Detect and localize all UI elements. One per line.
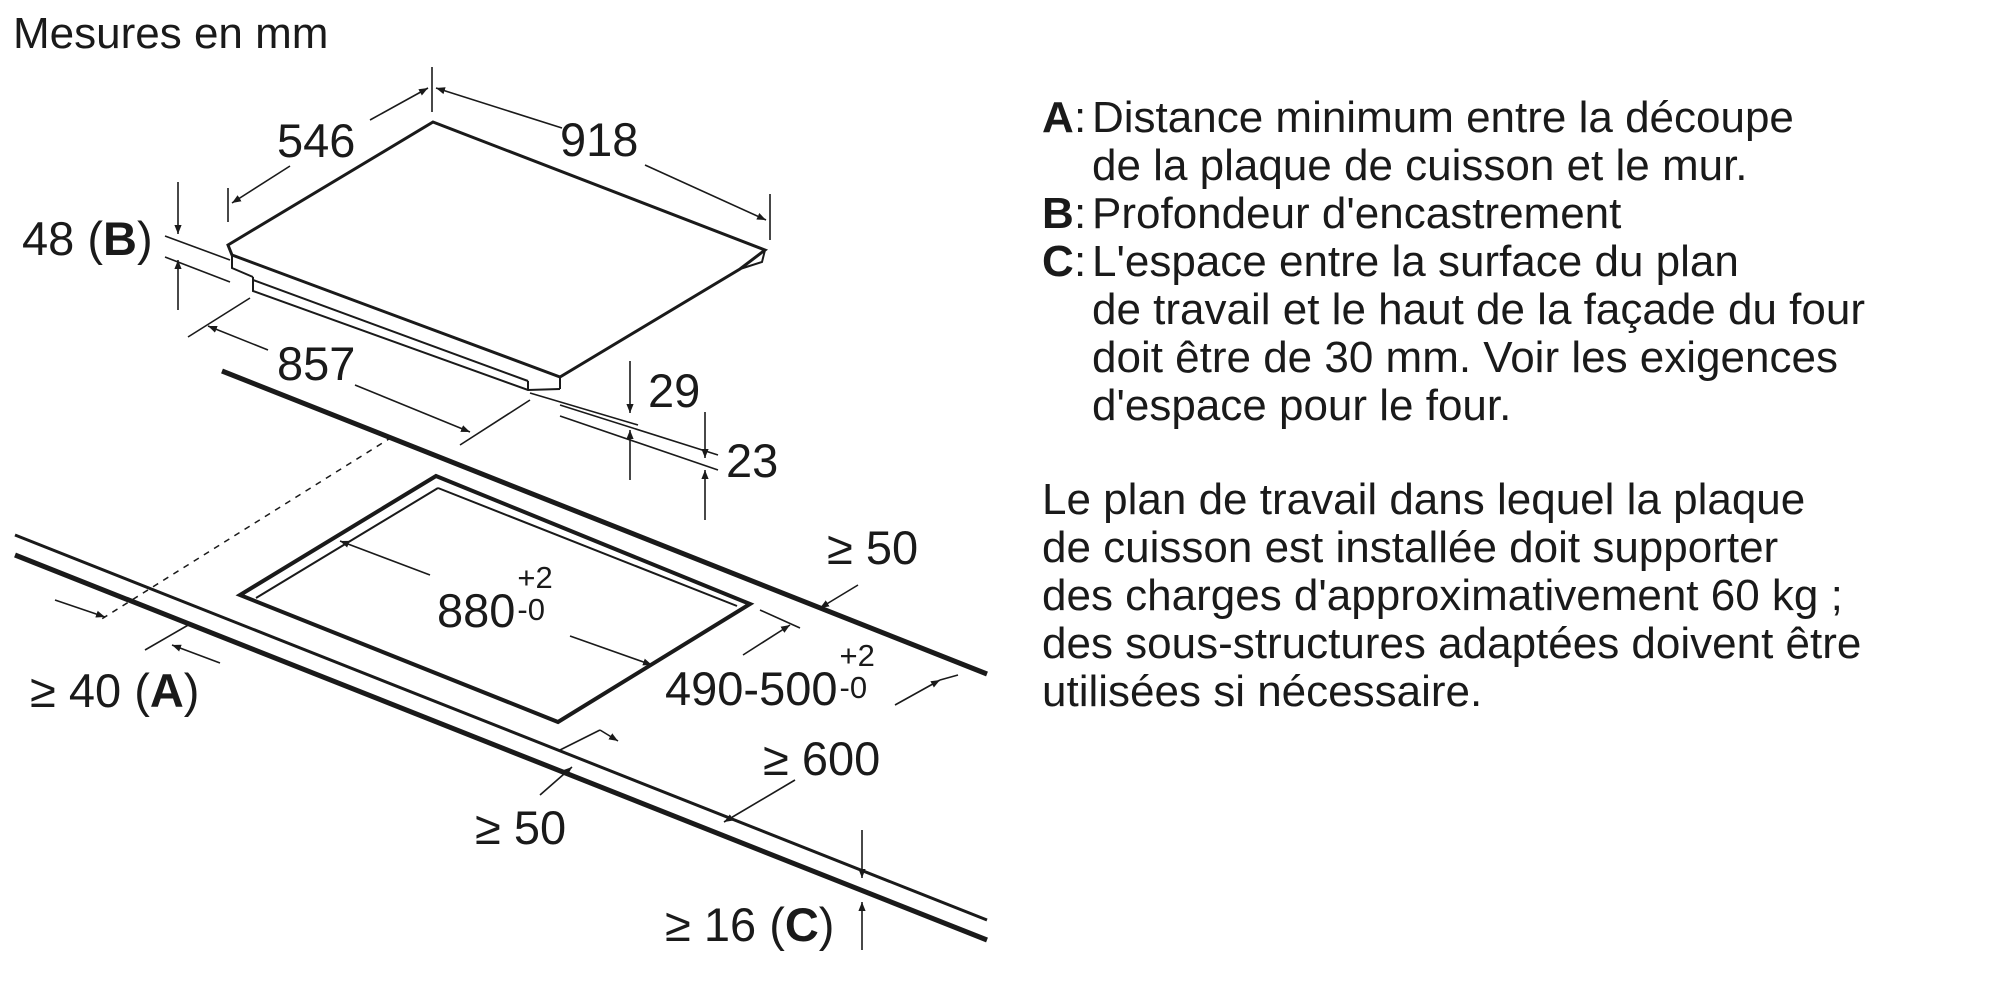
dim-29: 29 — [648, 364, 701, 417]
legend-item-a: A: Distance minimum entre la découpe de … — [1042, 94, 1982, 190]
legend-item-c: C: L'espace entre la surface du plan de … — [1042, 238, 1982, 430]
legend-colon: : — [1074, 93, 1087, 142]
dim-cutout-depth: 490-500+2-0 — [665, 638, 875, 715]
dim-front-clearance: ≥ 50 — [475, 801, 567, 854]
load-note: Le plan de travail dans lequel la plaque… — [1042, 475, 1862, 716]
legend-colon: : — [1074, 189, 1087, 238]
dim-back-clearance: ≥ 50 — [827, 521, 919, 574]
dimension-lines — [54, 67, 959, 950]
installation-diagram — [14, 67, 988, 950]
legend-key: A — [1042, 93, 1074, 142]
dim-857: 857 — [277, 337, 356, 390]
legend-item-b: B: Profondeur d'encastrement — [1042, 190, 1982, 238]
legend-key: B — [1042, 189, 1074, 238]
dim-918: 918 — [560, 113, 639, 166]
diagram-title: Mesures en mm — [13, 9, 329, 58]
legend-colon: : — [1074, 237, 1087, 286]
dim-thickness-c: ≥ 16 (C) — [665, 898, 835, 951]
legend-text: L'espace entre la surface du plan de tra… — [1092, 237, 1865, 430]
dim-23: 23 — [726, 434, 779, 487]
hob-drawing — [226, 120, 769, 392]
legend-key: C — [1042, 237, 1074, 286]
legend: A: Distance minimum entre la découpe de … — [1042, 94, 1982, 430]
legend-text: Profondeur d'encastrement — [1092, 189, 1622, 238]
dim-48-b: 48 (B) — [22, 212, 153, 265]
dim-cutout-width: 880+2-0 — [437, 560, 553, 637]
dim-side-clearance-a: ≥ 40 (A) — [30, 664, 200, 717]
dim-546: 546 — [277, 114, 356, 167]
dim-worktop-depth: ≥ 600 — [763, 732, 881, 785]
legend-text: Distance minimum entre la découpe de la … — [1092, 93, 1794, 190]
